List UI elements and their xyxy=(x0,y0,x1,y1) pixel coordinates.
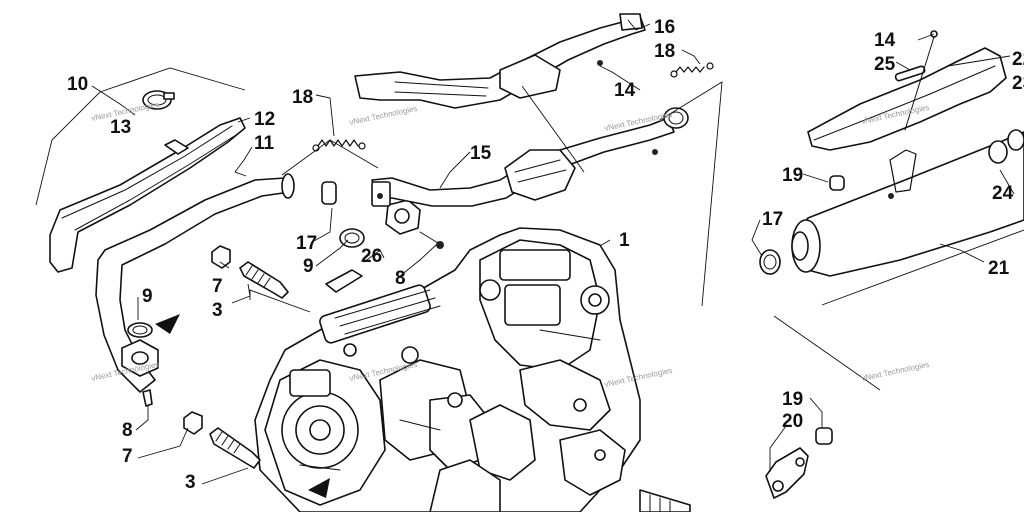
callout-26: 26 xyxy=(361,246,382,267)
watermark-text: vNext Technologies xyxy=(861,360,931,383)
callout-14-left: 14 xyxy=(614,80,636,101)
spring-18-right xyxy=(670,62,714,78)
callout-15: 15 xyxy=(470,143,492,164)
decal-26 xyxy=(325,269,363,293)
callout-3-lower: 3 xyxy=(185,472,196,493)
muffler-21 xyxy=(791,131,1024,277)
engine-assembly xyxy=(254,227,691,512)
callout-8-upper: 8 xyxy=(395,268,406,289)
callout-13: 13 xyxy=(110,117,131,138)
bracket-20 xyxy=(765,447,809,499)
callout-12: 12 xyxy=(254,109,275,130)
callout-23: 23 xyxy=(1012,73,1024,94)
gasket-17-left xyxy=(321,181,337,205)
flange-8-lower xyxy=(121,339,159,407)
grommet-19-upper xyxy=(829,175,845,191)
gasket-17-right xyxy=(759,249,781,275)
callout-21: 21 xyxy=(988,258,1010,279)
callout-8-lower: 8 xyxy=(122,420,133,441)
gasket-9-lower xyxy=(127,322,153,338)
hose-clamp-13 xyxy=(142,90,175,110)
callout-19-upper: 19 xyxy=(782,165,803,186)
callout-9-upper: 9 xyxy=(303,256,314,277)
grommet-19-lower xyxy=(815,427,833,445)
callout-7-lower: 7 xyxy=(122,446,133,467)
callout-19-lower: 19 xyxy=(782,389,803,410)
nut-7-upper xyxy=(211,245,231,269)
callout-17-right: 17 xyxy=(762,209,783,230)
callout-14-right: 14 xyxy=(874,30,896,51)
callout-22: 22 xyxy=(1012,49,1024,70)
callout-16: 16 xyxy=(654,17,675,38)
callout-1: 1 xyxy=(619,230,630,251)
callout-11: 11 xyxy=(254,133,275,154)
callout-17-left: 17 xyxy=(296,233,317,254)
callout-18-left: 18 xyxy=(292,87,313,108)
heat-shield-left xyxy=(49,117,246,273)
callout-24: 24 xyxy=(992,183,1014,204)
watermark-text: vNext Technologies xyxy=(349,104,419,127)
flange-8-upper xyxy=(385,199,444,249)
y-pipe-16 xyxy=(354,13,646,109)
heat-shield-25 xyxy=(807,47,1007,151)
callout-20: 20 xyxy=(782,411,803,432)
sensor-3-lower xyxy=(209,427,261,469)
callout-3-upper: 3 xyxy=(212,300,223,321)
callout-10: 10 xyxy=(67,74,88,95)
front-pipe-15 xyxy=(371,117,675,207)
direction-arrows xyxy=(155,314,330,498)
nut-7-lower xyxy=(183,411,203,435)
callout-25: 25 xyxy=(874,54,896,75)
clamp-24 xyxy=(988,129,1024,164)
callout-18-right: 18 xyxy=(654,41,675,62)
header-pipe-11 xyxy=(95,173,295,393)
callout-7-upper: 7 xyxy=(212,276,223,297)
callout-9-lower: 9 xyxy=(142,286,153,307)
sensor-3-upper xyxy=(239,261,289,299)
callout-labels: 1 3 3 7 7 8 8 9 9 10 11 12 13 14 14 15 1… xyxy=(67,17,1024,493)
callout-leaders xyxy=(91,19,1015,485)
explode-lines xyxy=(35,55,1024,391)
